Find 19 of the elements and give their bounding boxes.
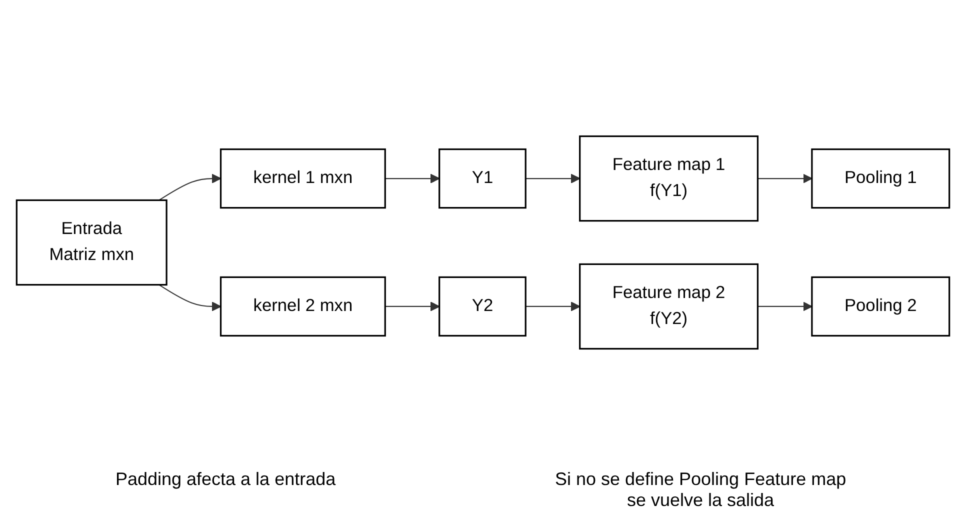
arrow [385,174,440,184]
node-box: Y2 [438,276,526,337]
node-box: kernel 2 mxn [220,276,386,337]
arrow [758,302,812,312]
node-box: Feature map 1 f(Y1) [579,135,759,222]
arrow [385,302,440,312]
node-box: Y1 [438,148,526,209]
node-box: Pooling 1 [811,148,950,209]
node-box: Pooling 2 [811,276,950,337]
note-text: Si no se define Pooling Feature map se vuelve la salida [554,469,848,511]
arrow [158,174,222,201]
arrow [526,174,580,184]
arrow [526,302,580,312]
node-box: kernel 1 mxn [220,148,386,209]
node-box: Entrada Matriz mxn [16,199,168,286]
arrow [158,284,222,312]
node-box: Feature map 2 f(Y2) [579,263,759,350]
arrow [758,174,812,184]
note-text: Padding afecta a la entrada [115,469,336,491]
